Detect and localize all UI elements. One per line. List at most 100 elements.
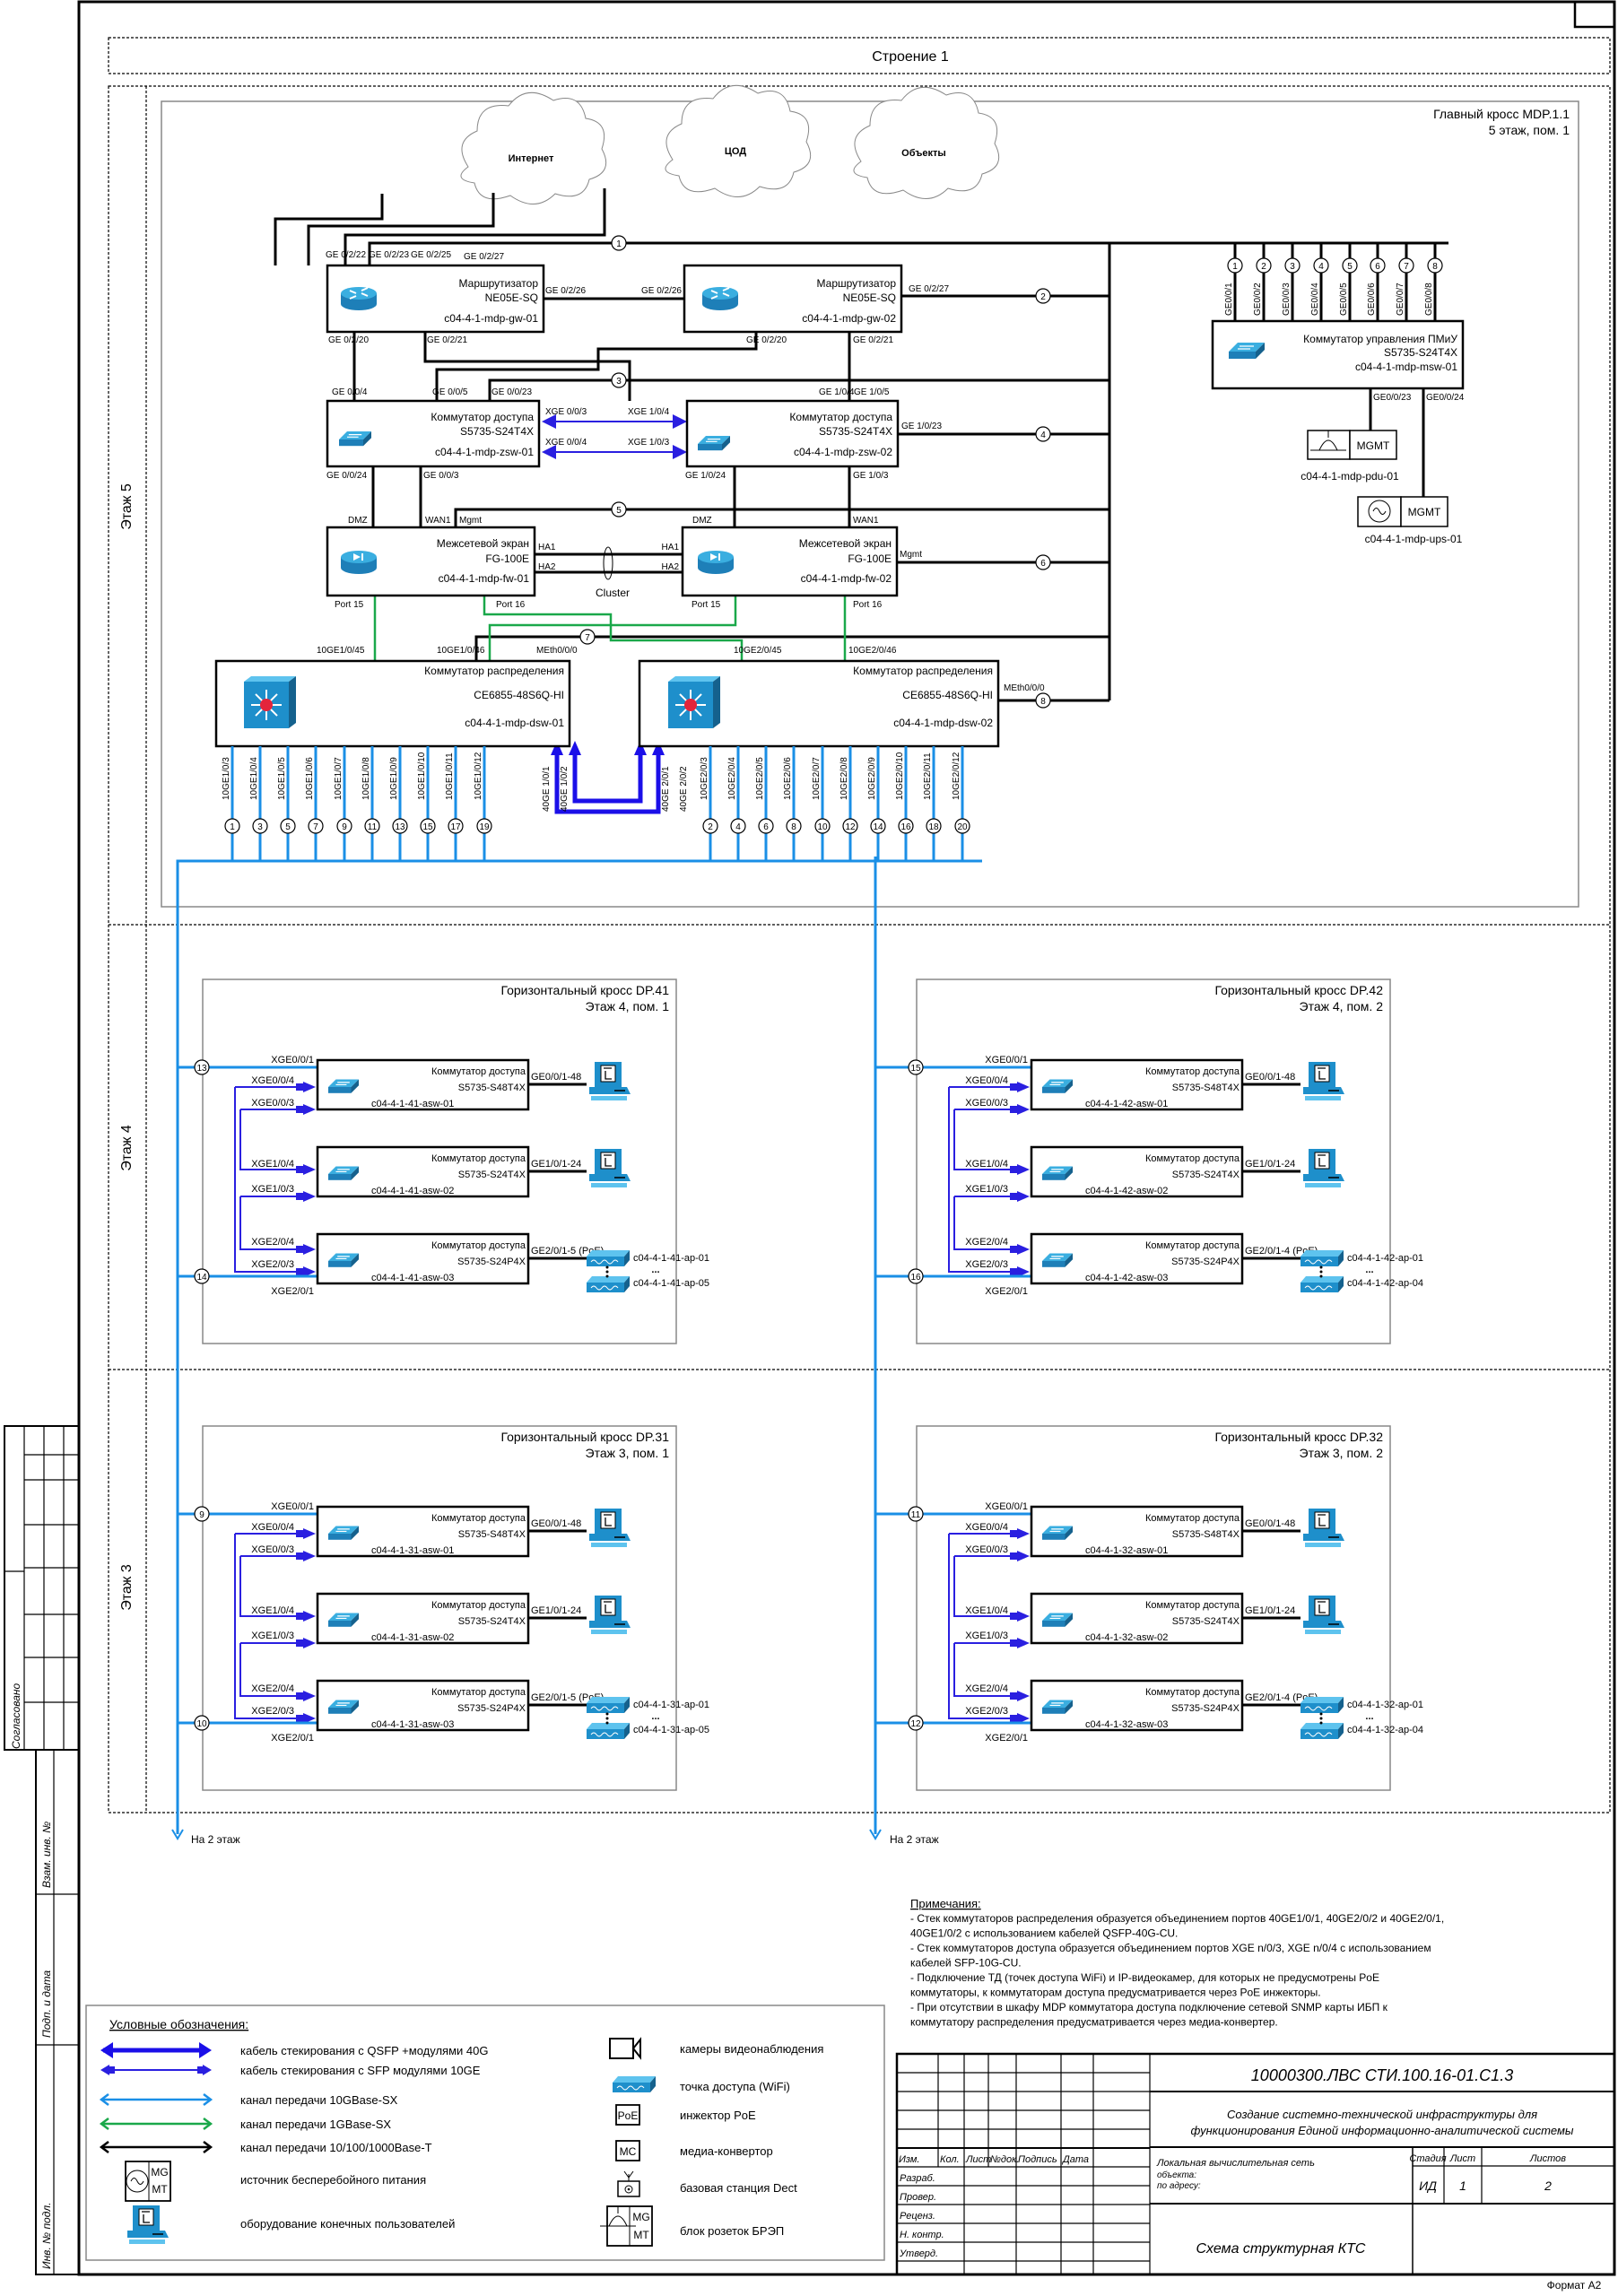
access-switch-c04-4-1-32-asw-02[interactable]: Коммутатор доступаS5735-S24T4Xc04-4-1-32… (1030, 1592, 1244, 1645)
downlink-port-label: 10GE2/0/8 (839, 757, 849, 800)
device-type: Коммутатор доступа (431, 1240, 526, 1251)
pdu-tag: MT (633, 2229, 649, 2241)
cloud-1: Интернет (460, 91, 607, 204)
msw-port-label: GE0/0/8 (1424, 283, 1434, 316)
downlink-marker: 8 (786, 818, 802, 834)
access-point-icon (587, 1697, 630, 1713)
uplink-marker: 11 (908, 1506, 924, 1522)
distribution-switch-dsw-02[interactable]: Коммутатор распределенияCE6855-48S6Q-HIc… (638, 659, 1000, 748)
notes-title: Примечания: (910, 1897, 981, 1910)
downlink-marker: 11 (364, 818, 380, 834)
legend-item: камеры видеонаблюдения (609, 2037, 823, 2060)
downlink-marker: 18 (926, 818, 942, 834)
switch-icon (1042, 1700, 1073, 1714)
device-type: Коммутатор доступа (789, 411, 892, 423)
access-switch-c04-4-1-31-asw-03[interactable]: Коммутатор доступаS5735-S24P4Xc04-4-1-31… (316, 1679, 530, 1732)
port-label: XGE0/0/1 (271, 1055, 314, 1065)
workstation-icon (1303, 1062, 1344, 1100)
port-label: XGE2/0/3 (251, 1259, 294, 1270)
msw-port-label: GE0/0/2 (1253, 283, 1263, 316)
svg-text:10: 10 (196, 1719, 207, 1729)
floor-3-label: Этаж 3 (119, 1564, 135, 1611)
access-point-icon (1300, 1250, 1344, 1266)
port-label: GE 0/2/21 (853, 335, 893, 345)
device-type: Коммутатор доступа (1145, 1513, 1240, 1524)
legend-label: канал передачи 10/100/1000Base-T (240, 2141, 432, 2154)
cable-marker-4: 4 (1035, 426, 1051, 442)
stamp-role: Провер. (900, 2192, 936, 2203)
device-model: S5735-S24T4X (458, 1616, 526, 1627)
ap-ellipsis: ... (1365, 1711, 1373, 1722)
downlink-marker: 4 (730, 818, 746, 834)
port-label: XGE2/0/3 (965, 1259, 1008, 1270)
svg-text:2: 2 (708, 822, 713, 832)
access-switch-c04-4-1-32-asw-01[interactable]: Коммутатор доступаS5735-S48T4Xc04-4-1-32… (1030, 1505, 1244, 1558)
port-label: 40GE 2/0/1 (661, 766, 671, 812)
device-hostname: c04-4-1-mdp-dsw-01 (465, 717, 564, 729)
device-model: S5735-S48T4X (458, 1529, 526, 1540)
access-switch-c04-4-1-42-asw-02[interactable]: Коммутатор доступаS5735-S24T4Xc04-4-1-42… (1030, 1145, 1244, 1198)
stamp-role: Н. контр. (900, 2230, 944, 2240)
svg-text:16: 16 (910, 1273, 921, 1283)
note-line: кабелей SFP-10G-CU. (910, 1957, 1022, 1970)
access-switch-c04-4-1-41-asw-02[interactable]: Коммутатор доступаS5735-S24T4Xc04-4-1-41… (316, 1145, 530, 1198)
svg-text:7: 7 (585, 633, 590, 643)
port-label: 10GE2/0/46 (848, 646, 897, 656)
device-model: CE6855-48S6Q-HI (902, 689, 993, 701)
dp-subtitle: Этаж 4, пом. 1 (586, 999, 670, 1013)
msw-port-marker: 4 (1313, 257, 1329, 274)
cloud-label: ЦОД (725, 146, 746, 157)
msw-port-marker: 6 (1370, 257, 1386, 274)
access-switch-c04-4-1-42-asw-03[interactable]: Коммутатор доступаS5735-S24P4Xc04-4-1-42… (1030, 1232, 1244, 1285)
stamp-role: Разраб. (900, 2173, 935, 2184)
svg-text:3: 3 (257, 822, 263, 832)
access-switch-c04-4-1-31-asw-01[interactable]: Коммутатор доступаS5735-S48T4Xc04-4-1-31… (316, 1505, 530, 1558)
access-switch-c04-4-1-32-asw-03[interactable]: Коммутатор доступаS5735-S24P4Xc04-4-1-32… (1030, 1679, 1244, 1732)
access-switch-zsw-01[interactable]: Коммутатор доступаS5735-S24T4Xc04-4-1-md… (326, 399, 541, 468)
port-label: 40GE 1/0/1 (542, 766, 552, 812)
ap-first-label: c04-4-1-32-ap-01 (1347, 1700, 1423, 1710)
uplink-marker: 13 (194, 1059, 210, 1075)
svg-text:5: 5 (616, 506, 622, 516)
workstation-icon (1303, 1149, 1344, 1187)
port-label: GE0/0/1-48 (531, 1518, 581, 1529)
access-point-icon (1300, 1697, 1344, 1713)
svg-text:12: 12 (910, 1719, 921, 1729)
device-type: Коммутатор распределения (424, 665, 564, 677)
msw-port-label: GE0/0/5 (1339, 283, 1349, 316)
port-label: GE 0/2/27 (464, 252, 504, 262)
pdu-mgmt-tag: MGMT (1357, 439, 1390, 452)
access-switch-c04-4-1-42-asw-01[interactable]: Коммутатор доступаS5735-S48T4Xc04-4-1-42… (1030, 1058, 1244, 1111)
svg-text:4: 4 (1318, 262, 1324, 272)
access-switch-c04-4-1-41-asw-01[interactable]: Коммутатор доступаS5735-S48T4Xc04-4-1-41… (316, 1058, 530, 1111)
device-model: S5735-S48T4X (1172, 1083, 1240, 1093)
access-switch-c04-4-1-41-asw-03[interactable]: Коммутатор доступаS5735-S24P4Xc04-4-1-41… (316, 1232, 530, 1285)
device-hostname: c04-4-1-41-asw-02 (371, 1186, 454, 1196)
port-label: XGE1/0/3 (965, 1631, 1008, 1641)
downlink-port-label: 10GE1/0/8 (361, 757, 371, 800)
access-switch-zsw-02[interactable]: Коммутатор доступаS5735-S24T4Xc04-4-1-md… (685, 399, 900, 468)
workstation-icon (589, 1062, 631, 1100)
device-hostname: c04-4-1-mdp-fw-02 (801, 572, 892, 585)
cable-marker-1: 1 (611, 235, 627, 251)
device-hostname: c04-4-1-32-asw-02 (1085, 1632, 1168, 1643)
access-switch-c04-4-1-31-asw-02[interactable]: Коммутатор доступаS5735-S24T4Xc04-4-1-31… (316, 1592, 530, 1645)
core-switch-icon (668, 676, 720, 728)
downlink-marker: 14 (870, 818, 886, 834)
downlink-port-label: 10GE1/0/9 (389, 757, 399, 800)
ups-tag: MG (151, 2166, 168, 2179)
device-type: Коммутатор доступа (1145, 1066, 1240, 1077)
distribution-switch-dsw-01[interactable]: Коммутатор распределенияCE6855-48S6Q-HIc… (214, 659, 571, 748)
management-switch-msw-01[interactable]: Коммутатор управления ПМиУS5735-S24T4Xc0… (1211, 319, 1465, 390)
legend-label: канал передачи 1GBase-SX (240, 2118, 391, 2131)
port-label: XGE0/0/4 (965, 1522, 1008, 1533)
